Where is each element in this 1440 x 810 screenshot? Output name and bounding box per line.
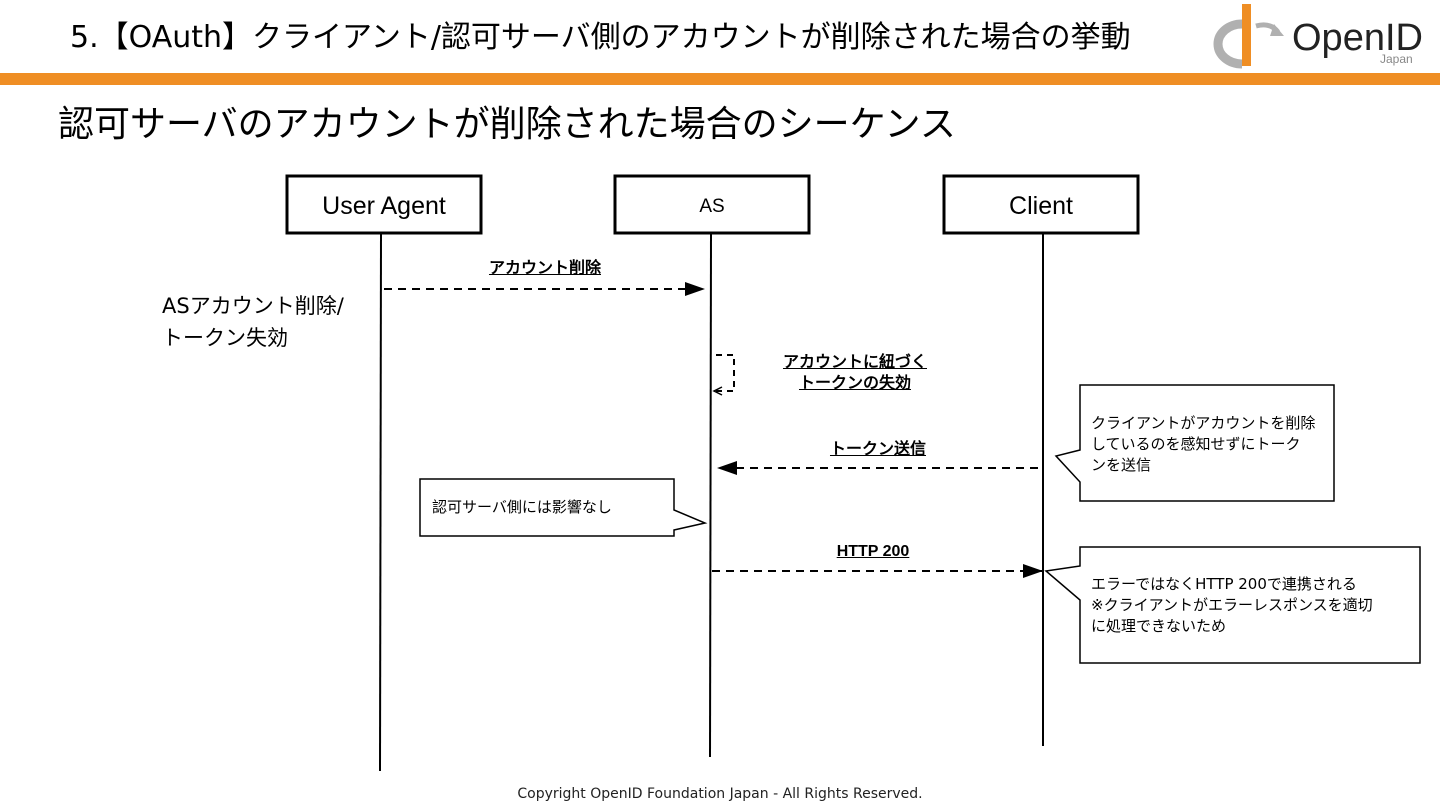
logo-subtext: Japan	[1380, 52, 1413, 66]
side-note-line2: トークン失効	[162, 326, 288, 350]
callout-http200-note-text: エラーではなくHTTP 200で連携される ※クライアントがエラーレスポンスを適…	[1091, 574, 1373, 637]
callout-client-sends	[1054, 384, 1335, 502]
actor-user-agent-label: User Agent	[322, 192, 446, 220]
header-accent-bar	[0, 73, 1440, 85]
callout-http200-note-line2: ※クライアントがエラーレスポンスを適切	[1091, 596, 1373, 614]
callout-client-sends-text: クライアントがアカウントを削除 しているのを感知せずにトーク ンを送信	[1091, 413, 1315, 476]
arrowhead-token-revoke-self	[712, 386, 723, 396]
label-token-send: トークン送信	[829, 441, 926, 458]
arrow-token-revoke-self	[716, 354, 735, 392]
openid-logo-icon	[1213, 4, 1284, 69]
callout-as-no-effect	[419, 478, 708, 537]
actor-client: Client	[942, 174, 1140, 235]
lifeline-user-agent	[379, 233, 382, 772]
callout-http200-note-line1: エラーではなくHTTP 200で連携される	[1091, 575, 1357, 593]
label-token-revoke-line1: アカウントに紐づく	[782, 354, 927, 371]
slide-header-title: 5.【OAuth】クライアント/認可サーバ側のアカウントが削除された場合の挙動	[70, 20, 1131, 55]
lifeline-as	[709, 233, 712, 758]
actor-client-label: Client	[1009, 192, 1073, 220]
callout-as-no-effect-line1: 認可サーバ側には影響なし	[432, 498, 612, 516]
slide-title: 認可サーバのアカウントが削除された場合のシーケンス	[58, 104, 956, 145]
callout-as-no-effect-text: 認可サーバ側には影響なし	[432, 497, 612, 518]
side-note: ASアカウント削除/ トークン失効	[162, 290, 344, 354]
callout-client-sends-line3: ンを送信	[1091, 456, 1152, 474]
callout-client-sends-line1: クライアントがアカウントを削除	[1091, 414, 1316, 432]
actor-user-agent: User Agent	[285, 174, 483, 235]
logo-wordmark: OpenID	[1292, 17, 1423, 59]
copyright-footer: Copyright OpenID Foundation Japan - All …	[517, 786, 923, 802]
side-note-line1: ASアカウント削除/	[162, 294, 344, 318]
openid-logo: OpenID Japan	[1212, 2, 1430, 72]
actor-as-label: AS	[699, 196, 724, 217]
label-account-delete: アカウント削除	[488, 260, 601, 277]
callout-http200-note	[1044, 546, 1421, 664]
label-http-200: HTTP 200	[836, 543, 910, 560]
callout-client-sends-line2: しているのを感知せずにトーク	[1091, 435, 1301, 453]
callout-http200-note-line3: に処理できないため	[1091, 617, 1227, 635]
actor-as: AS	[613, 174, 811, 235]
label-token-revoke-line2: トークンの失効	[798, 375, 911, 392]
